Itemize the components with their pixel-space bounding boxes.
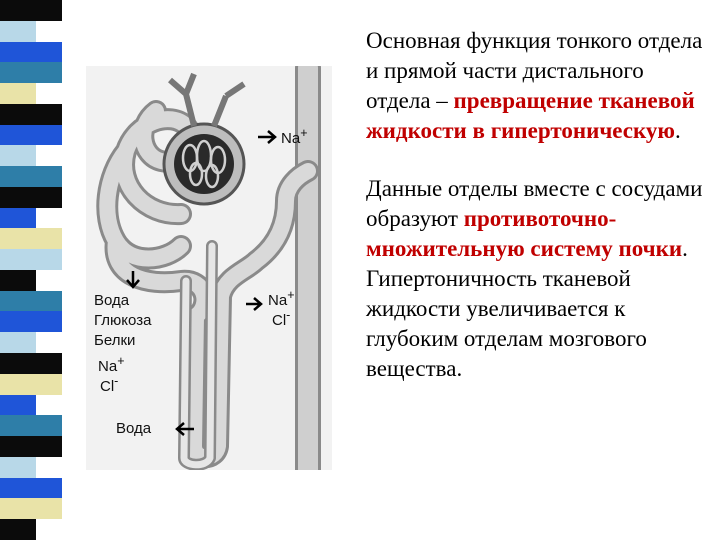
stripe-band [0,477,62,499]
stripe-band [0,186,62,208]
stripe-band [0,166,62,187]
label-voda-2: Вода [116,420,152,437]
stripe-band [0,145,36,167]
label-glukoza: Глюкоза [94,312,152,329]
stripe-band [0,0,62,21]
label-belki: Белки [94,332,136,349]
label-na-left: Na+ [98,354,125,375]
label-cl-left: Cl- [100,374,119,395]
p2-text: Данные отделы вместе с сосудами образуют [366,176,703,231]
decorative-stripe-bar [0,0,62,540]
slide-text: Основная функция тонкого отдела и прямой… [366,26,706,384]
p1-end: . [675,118,681,143]
p2-text-end: . Гипертоничность тканевой жидкости увел… [366,236,688,381]
stripe-band [0,20,36,42]
label-na-top: Na+ [281,126,308,147]
p1-text: Основная функция тонкого отдела и прямой… [366,28,703,113]
stripe-band [0,415,62,437]
stripe-band [0,207,36,229]
stripe-band [0,83,36,104]
stripe-band [0,124,62,146]
stripe-band [0,373,62,395]
stripe-band [0,332,36,354]
paragraph-2: Данные отделы вместе с сосудами образуют… [366,174,706,384]
stripe-band [0,436,62,457]
stripe-band [0,62,62,84]
p1-highlight: превращение тканевой жидкости в гипертон… [366,88,695,143]
nephron-illustration [96,66,321,470]
stripe-band [0,228,62,250]
stripe-band [0,249,62,270]
paragraph-1: Основная функция тонкого отдела и прямой… [366,26,706,146]
nephron-diagram: Na+ Na+ Cl- Вода Глюкоза Белки Na+ Cl- В… [86,66,332,470]
stripe-band [0,311,62,333]
label-na-mid: Na+ [268,288,295,309]
stripe-band [0,498,62,520]
label-voda-1: Вода [94,292,130,309]
stripe-band [0,269,36,291]
p2-highlight: противоточно-множительную систему почки [366,206,683,261]
stripe-band [0,519,36,540]
stripe-band [0,394,36,416]
stripe-band [0,103,62,125]
label-cl-mid: Cl- [272,308,291,329]
stripe-band [0,41,62,63]
stripe-band [0,290,62,312]
stripe-band [0,456,36,478]
stripe-band [0,353,62,374]
